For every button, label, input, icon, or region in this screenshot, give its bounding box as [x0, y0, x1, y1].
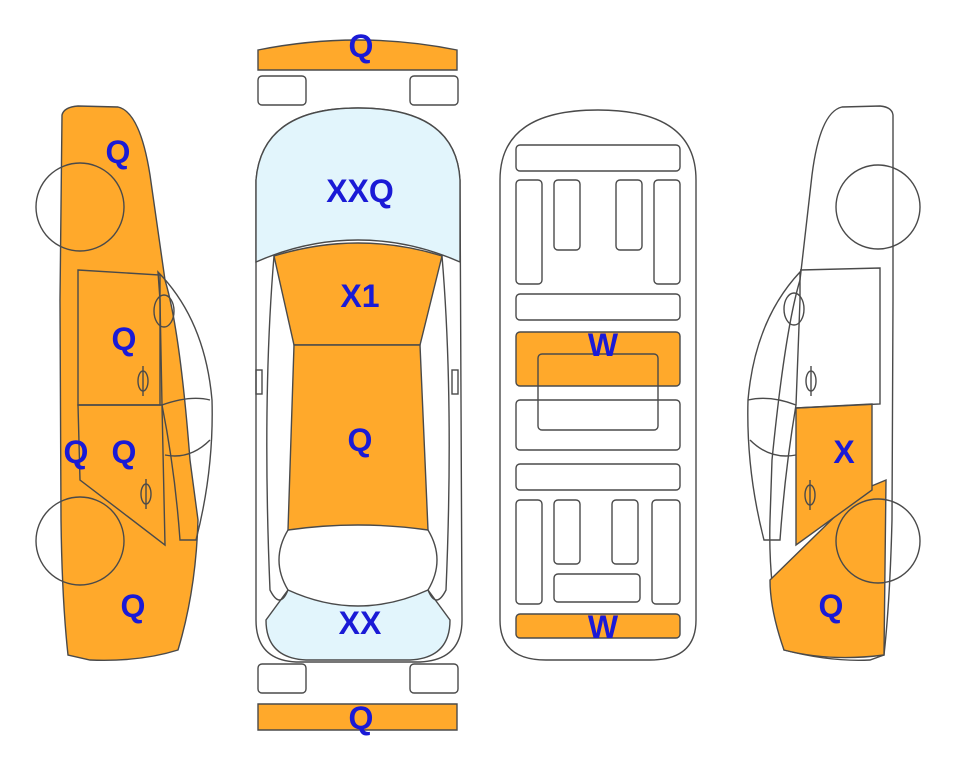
right-mirror [783, 292, 805, 326]
left-side-view: Q Q Q Q Q [35, 105, 213, 661]
floor-mid[interactable] [515, 331, 681, 387]
right-window-line-2 [749, 439, 797, 457]
floor-box-rl [553, 499, 581, 565]
floor-rear-crossmember [553, 573, 641, 603]
top-view: Q XXQ X1 Q XX Q [255, 28, 463, 736]
hood-label: X1 [340, 278, 379, 314]
floor-rear-label: W [588, 609, 619, 645]
right-cabin-glass-outline [747, 270, 801, 541]
underbody-view: W W [499, 109, 697, 661]
floor-rail-fl [515, 179, 543, 285]
left-front-fender-label: Q [106, 134, 131, 170]
floor-mid-bar [515, 399, 681, 451]
hood[interactable] [273, 242, 443, 346]
left-rear-door-outer-label: Q [64, 434, 89, 470]
left-rear-wheel [35, 496, 125, 586]
floor-mid-label: W [588, 327, 619, 363]
windshield[interactable] [255, 107, 461, 264]
top-left-pillar-line [266, 255, 289, 601]
front-right-light [409, 75, 459, 106]
right-mirror-top [451, 369, 459, 395]
floor-box-fr [615, 179, 643, 251]
roof-label: Q [348, 422, 373, 458]
floor-rear[interactable] [515, 613, 681, 639]
left-window-line [161, 397, 211, 406]
floor-rail-fr [653, 179, 681, 285]
right-front-wheel [835, 164, 921, 250]
floor-center-plate [537, 353, 659, 431]
left-rear-door-handle-icon [140, 479, 152, 509]
left-body-panel[interactable] [59, 105, 199, 661]
rear-left-light [257, 663, 307, 694]
left-window-line-2 [164, 439, 211, 457]
floor-box-rr [611, 499, 639, 565]
left-front-door-handle-icon [137, 366, 149, 396]
floor-box-fl [553, 179, 581, 251]
right-rear-wheel [835, 498, 921, 584]
rear-window[interactable] [265, 589, 451, 661]
rear-bumper-label: Q [349, 700, 374, 736]
floor-front-bar [515, 293, 681, 321]
right-rear-quarter[interactable] [769, 478, 887, 659]
top-rear-arc-2 [427, 529, 438, 591]
underbody-outline [499, 109, 697, 661]
left-front-wheel [35, 162, 125, 252]
top-right-pillar-line [427, 255, 450, 601]
front-bumper-label: Q [349, 28, 374, 64]
left-mirror [153, 294, 175, 328]
floor-rear-bar [515, 463, 681, 491]
rear-right-light [409, 663, 459, 694]
right-body-outline [769, 105, 894, 661]
right-window-line [747, 397, 797, 406]
rear-bumper[interactable] [257, 703, 458, 731]
floor-front-crossmember [515, 144, 681, 172]
rear-window-label: XX [339, 605, 382, 641]
windshield-label: XXQ [326, 173, 394, 209]
left-rear-quarter-label: Q [121, 588, 146, 624]
right-front-door-handle-icon [805, 366, 817, 396]
top-rear-arc [278, 529, 289, 591]
left-rear-door-label: Q [112, 434, 137, 470]
right-rear-door-label: X [833, 434, 855, 470]
left-rear-door-line [77, 404, 166, 547]
roof[interactable] [287, 344, 429, 531]
front-bumper[interactable] [257, 39, 458, 71]
front-left-light [257, 75, 307, 106]
floor-rail-rl [515, 499, 543, 605]
floor-rail-rr [651, 499, 681, 605]
left-mirror-top [255, 369, 263, 395]
right-door-line [795, 267, 881, 409]
right-rear-quarter-label: Q [819, 588, 844, 624]
left-front-door-label: Q [112, 321, 137, 357]
right-rear-door-handle-icon [804, 480, 816, 510]
right-side-view: X Q [747, 105, 921, 661]
